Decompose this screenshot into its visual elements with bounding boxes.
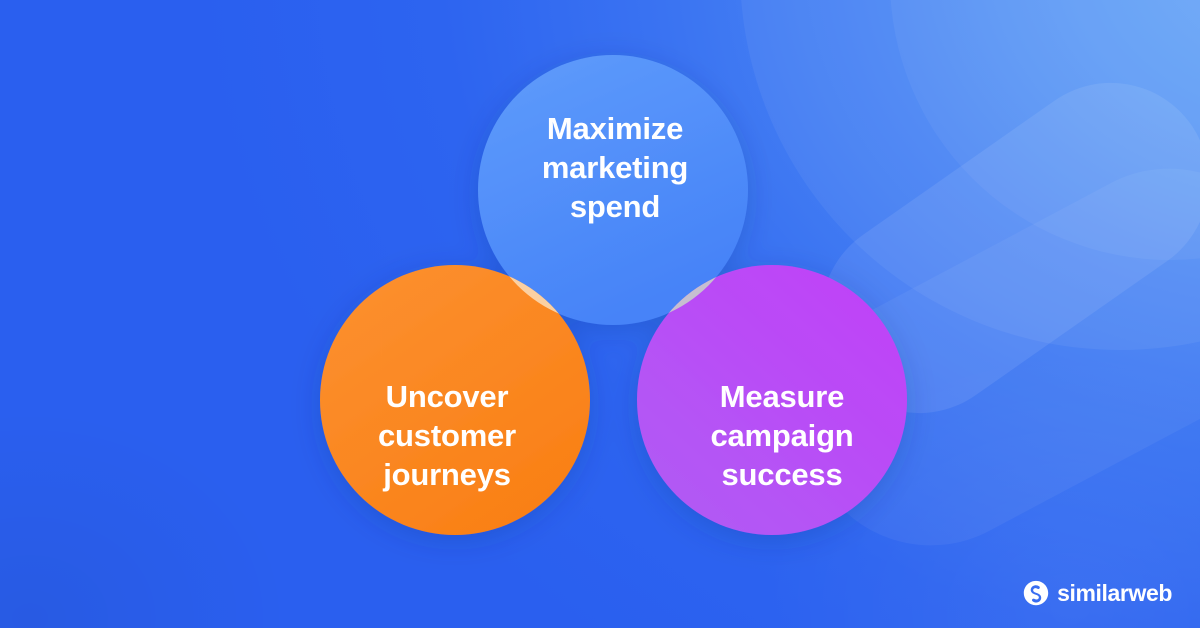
similarweb-wordmark: similarweb xyxy=(1057,579,1172,606)
venn-circle-top xyxy=(478,55,748,325)
venn-circles-group xyxy=(320,55,907,535)
venn-circle-right xyxy=(637,265,907,535)
venn-circle-left xyxy=(320,265,590,535)
similarweb-s-mark-icon xyxy=(1023,580,1049,606)
similarweb-logo[interactable]: similarweb xyxy=(1023,580,1172,606)
